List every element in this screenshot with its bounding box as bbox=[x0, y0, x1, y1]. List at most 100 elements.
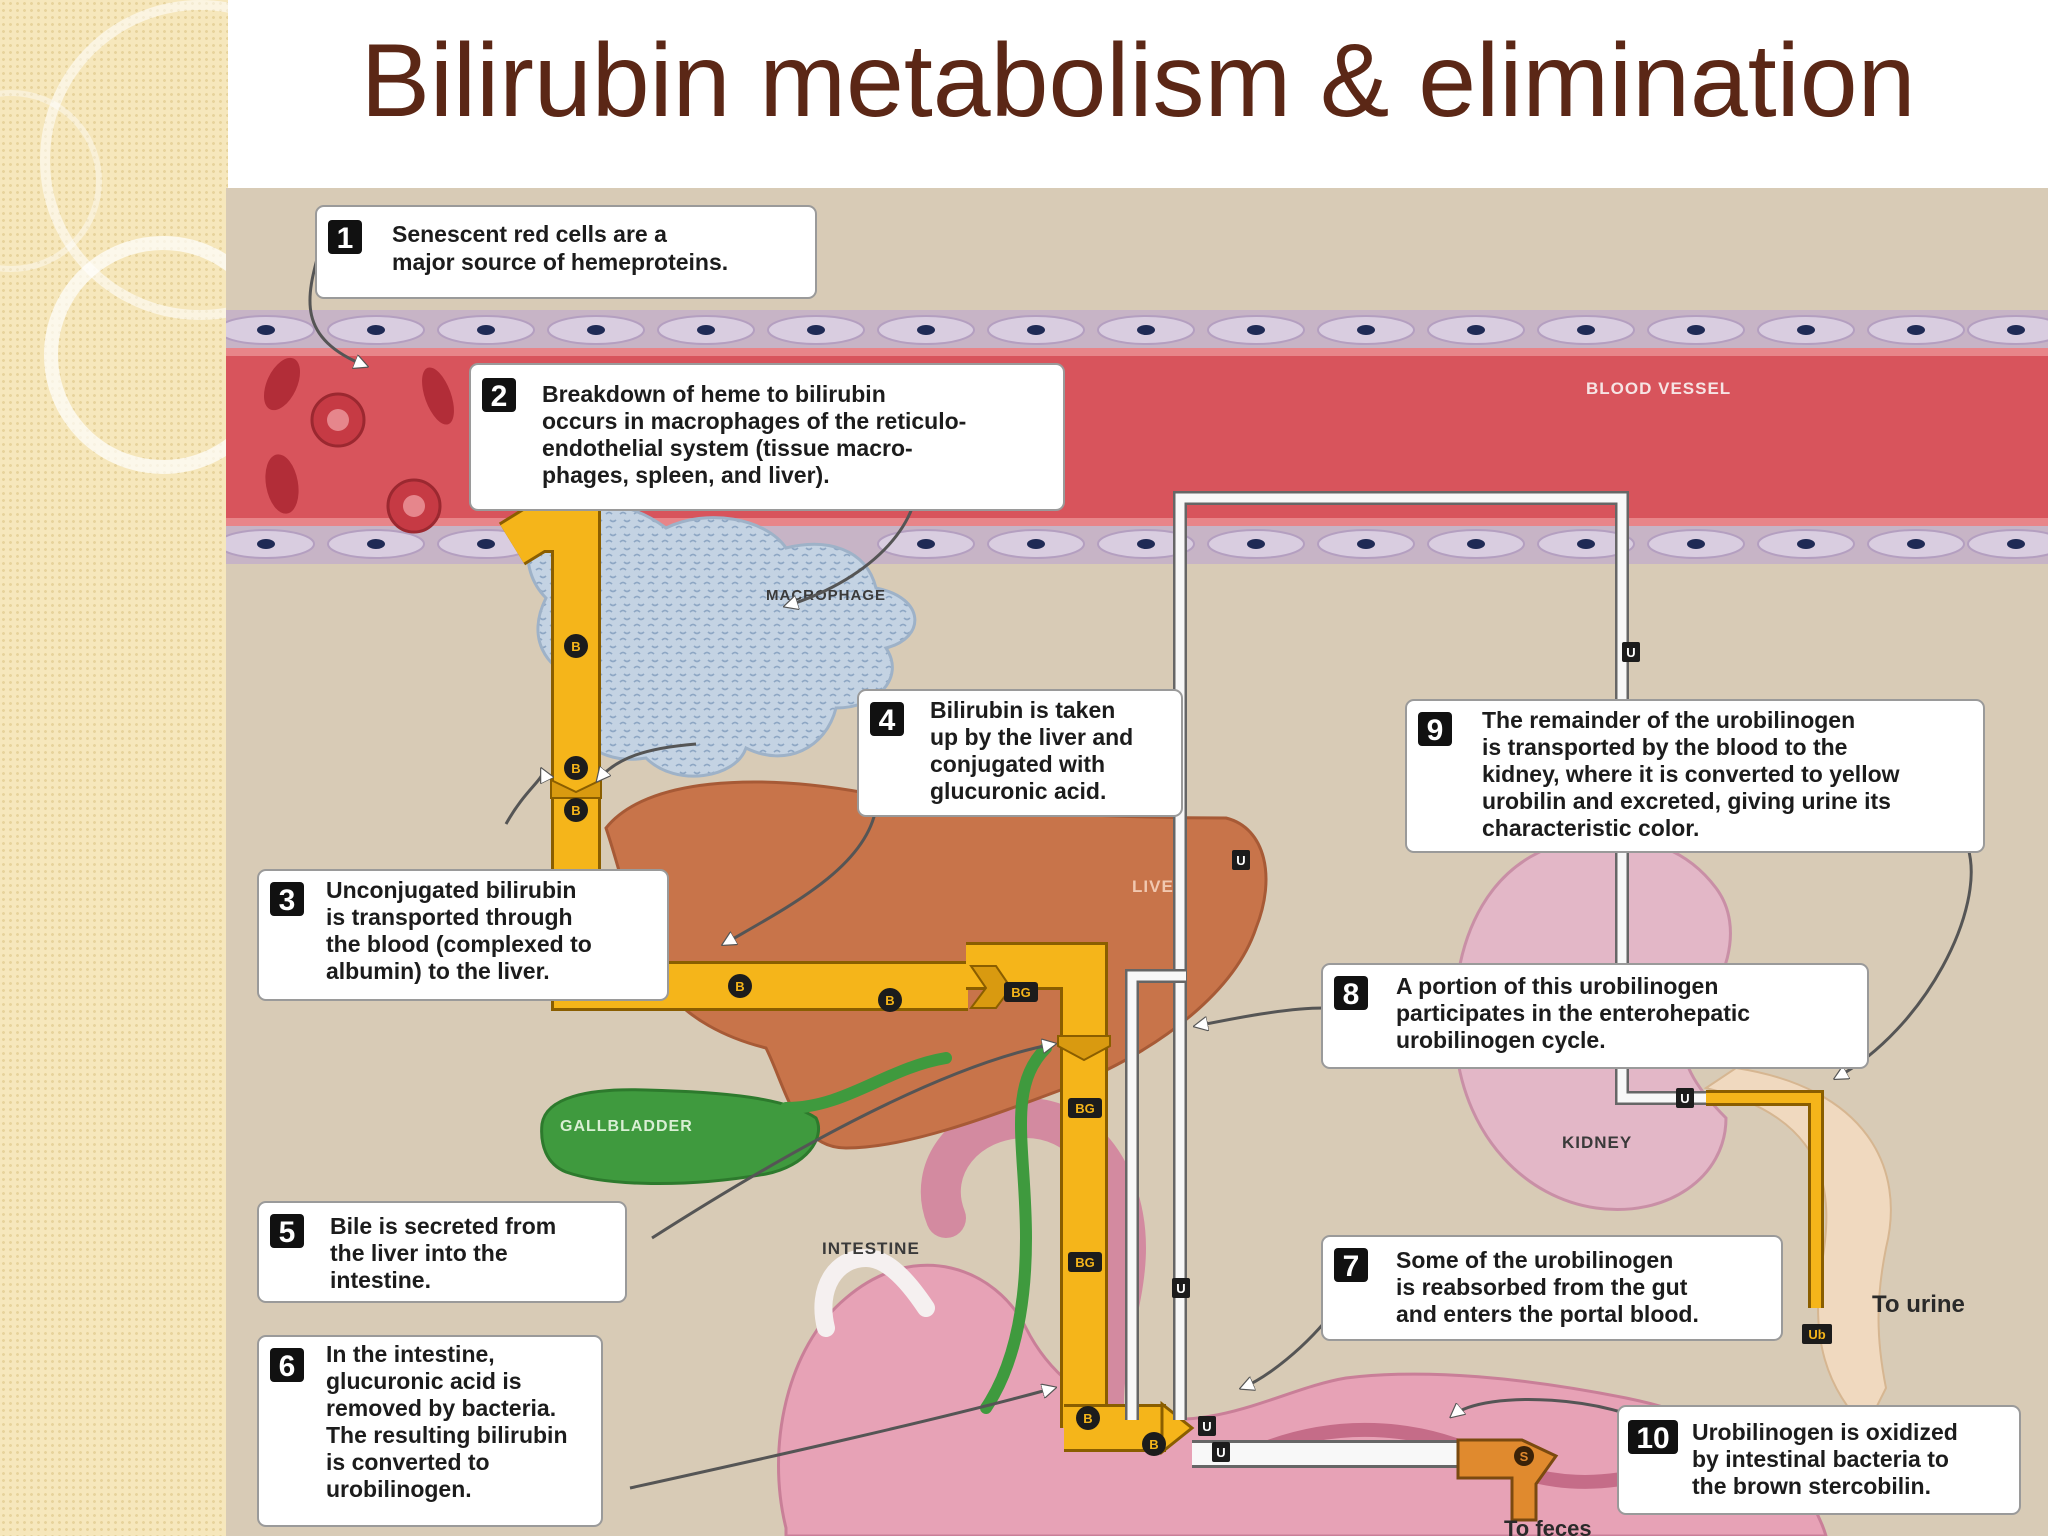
red-blood-cells bbox=[263, 357, 454, 534]
svg-text:B: B bbox=[885, 993, 894, 1008]
svg-text:by intestinal bacteria to: by intestinal bacteria to bbox=[1692, 1446, 1949, 1472]
svg-text:U: U bbox=[1216, 1445, 1225, 1460]
to-urine-label: To urine bbox=[1872, 1291, 1965, 1318]
arrow-step-5 bbox=[651, 1044, 1054, 1240]
step-callout: 6 In the intestine, glucuronic acid is r… bbox=[257, 1335, 603, 1527]
svg-text:4: 4 bbox=[879, 704, 896, 737]
gallbladder bbox=[540, 1088, 820, 1186]
svg-text:U: U bbox=[1626, 645, 1635, 660]
svg-text:glucuronic acid.: glucuronic acid. bbox=[930, 778, 1106, 804]
svg-text:urobilinogen.: urobilinogen. bbox=[326, 1476, 472, 1502]
svg-text:urobilinogen cycle.: urobilinogen cycle. bbox=[1396, 1027, 1606, 1053]
svg-text:Ub: Ub bbox=[1808, 1327, 1825, 1342]
svg-text:Unconjugated bilirubin: Unconjugated bilirubin bbox=[326, 877, 576, 903]
chip-bilirubin: B bbox=[728, 974, 752, 998]
svg-text:B: B bbox=[571, 761, 580, 776]
svg-text:U: U bbox=[1176, 1281, 1185, 1296]
svg-text:the blood (complexed to: the blood (complexed to bbox=[326, 931, 592, 957]
chip-bilirubin-glucuronide: BG bbox=[1004, 982, 1038, 1002]
step-callout: 1 Senescent red cells are a major source… bbox=[315, 205, 817, 299]
svg-text:BG: BG bbox=[1011, 985, 1031, 1000]
arrow-step-9 bbox=[1836, 847, 1973, 1078]
svg-text:The resulting bilirubin: The resulting bilirubin bbox=[326, 1422, 568, 1448]
svg-text:phages, spleen, and liver).: phages, spleen, and liver). bbox=[542, 462, 830, 488]
step-callout: 3 Unconjugated bilirubin is transported … bbox=[257, 869, 669, 1001]
step-callout: 8 A portion of this urobilinogen partici… bbox=[1321, 963, 1869, 1069]
svg-text:BG: BG bbox=[1075, 1101, 1095, 1116]
bilirubin-pathway bbox=[498, 503, 1195, 1456]
arrow-step-3 bbox=[504, 770, 543, 825]
bile-duct bbox=[780, 1042, 1052, 1414]
step-callout: 7 Some of the urobilinogen is reabsorbed… bbox=[1321, 1235, 1783, 1341]
svg-text:BG: BG bbox=[1075, 1255, 1095, 1270]
intestine-label: INTESTINE bbox=[822, 1239, 920, 1258]
svg-text:5: 5 bbox=[279, 1216, 296, 1249]
svg-text:is converted to: is converted to bbox=[326, 1449, 490, 1475]
arrow-step-4b bbox=[598, 742, 697, 780]
svg-text:occurs in macrophages of the r: occurs in macrophages of the reticulo- bbox=[542, 408, 966, 434]
svg-text:up by the liver and: up by the liver and bbox=[930, 724, 1133, 750]
svg-text:S: S bbox=[1520, 1449, 1529, 1464]
step-callout: 10 Urobilinogen is oxidized by intestina… bbox=[1617, 1405, 2021, 1515]
blood-vessel-label: BLOOD VESSEL bbox=[1586, 379, 1731, 398]
chip-urobilinogen: U bbox=[1232, 850, 1250, 870]
arrow-step-6 bbox=[629, 1388, 1054, 1490]
svg-text:characteristic color.: characteristic color. bbox=[1482, 815, 1699, 841]
decorative-ring bbox=[44, 236, 228, 474]
svg-text:U: U bbox=[1680, 1091, 1689, 1106]
svg-text:6: 6 bbox=[279, 1350, 296, 1383]
to-feces-label: To feces bbox=[1504, 1516, 1592, 1536]
svg-text:is transported by the blood to: is transported by the blood to the bbox=[1482, 734, 1847, 760]
svg-text:Some of the urobilinogen: Some of the urobilinogen bbox=[1396, 1247, 1673, 1273]
svg-text:is reabsorbed from the gut: is reabsorbed from the gut bbox=[1396, 1274, 1688, 1300]
svg-text:participates in the enterohepa: participates in the enterohepatic bbox=[1396, 1000, 1750, 1026]
chip-bilirubin-glucuronide: BG bbox=[1068, 1252, 1102, 1272]
molecule-chips: B B B B B B BG BG BG B B U U U U U U Ub … bbox=[564, 634, 1832, 1466]
svg-text:9: 9 bbox=[1427, 714, 1444, 747]
svg-text:In the intestine,: In the intestine, bbox=[326, 1341, 495, 1367]
svg-text:Bile is secreted from: Bile is secreted from bbox=[330, 1213, 556, 1239]
svg-text:U: U bbox=[1202, 1419, 1211, 1434]
svg-text:8: 8 bbox=[1343, 978, 1360, 1011]
svg-text:7: 7 bbox=[1343, 1250, 1360, 1283]
chip-bilirubin: B bbox=[564, 634, 588, 658]
step-callout: 5 Bile is secreted from the liver into t… bbox=[257, 1201, 627, 1303]
bilirubin-diagram: BLOOD VESSEL MACROPHAGE KIDNEY INTESTINE… bbox=[226, 188, 2048, 1536]
svg-text:B: B bbox=[1083, 1411, 1092, 1426]
kidney-label: KIDNEY bbox=[1562, 1133, 1632, 1152]
svg-text:glucuronic acid is: glucuronic acid is bbox=[326, 1368, 522, 1394]
svg-text:major source of hemeproteins.: major source of hemeproteins. bbox=[392, 249, 728, 275]
chip-urobilinogen: U bbox=[1198, 1416, 1216, 1436]
svg-text:the brown stercobilin.: the brown stercobilin. bbox=[1692, 1473, 1931, 1499]
step-callout: 2 Breakdown of heme to bilirubin occurs … bbox=[469, 363, 1065, 511]
svg-text:A portion of this urobilinogen: A portion of this urobilinogen bbox=[1396, 973, 1718, 999]
chip-bilirubin: B bbox=[1142, 1432, 1166, 1456]
svg-text:urobilin and excreted, giving: urobilin and excreted, giving urine its bbox=[1482, 788, 1891, 814]
chip-urobilinogen: U bbox=[1172, 1278, 1190, 1298]
svg-text:1: 1 bbox=[337, 222, 354, 255]
step-callout: 4 Bilirubin is taken up by the liver and… bbox=[857, 689, 1183, 817]
arrow-step-4 bbox=[724, 807, 878, 944]
gallbladder-label: GALLBLADDER bbox=[560, 1118, 693, 1135]
svg-text:and enters the portal blood.: and enters the portal blood. bbox=[1396, 1301, 1699, 1327]
slide-title: Bilirubin metabolism & elimination bbox=[360, 23, 1916, 139]
chip-bilirubin: B bbox=[878, 988, 902, 1012]
svg-text:Senescent red cells are a: Senescent red cells are a bbox=[392, 221, 667, 247]
chip-urobilinogen: U bbox=[1622, 642, 1640, 662]
svg-text:Breakdown of heme to bilirubin: Breakdown of heme to bilirubin bbox=[542, 381, 886, 407]
liver-label: LIVER bbox=[1132, 877, 1187, 896]
svg-text:the liver into the: the liver into the bbox=[330, 1240, 508, 1266]
svg-text:endothelial system (tissue mac: endothelial system (tissue macro- bbox=[542, 435, 913, 461]
slide-sidebar-decoration bbox=[0, 0, 228, 1536]
svg-text:The remainder of the urobilino: The remainder of the urobilinogen bbox=[1482, 707, 1855, 733]
svg-text:10: 10 bbox=[1636, 1422, 1669, 1455]
step-callout: 9 The remainder of the urobilinogen is t… bbox=[1405, 699, 1985, 853]
svg-text:Bilirubin is taken: Bilirubin is taken bbox=[930, 697, 1115, 723]
svg-text:Urobilinogen is oxidized: Urobilinogen is oxidized bbox=[1692, 1419, 1958, 1445]
svg-text:3: 3 bbox=[279, 884, 296, 917]
svg-text:B: B bbox=[571, 639, 580, 654]
chip-stercobilin: S bbox=[1514, 1446, 1534, 1466]
arrow-step-8 bbox=[1196, 1006, 1325, 1026]
svg-text:kidney, where it is converted: kidney, where it is converted to yellow bbox=[1482, 761, 1900, 787]
svg-text:2: 2 bbox=[491, 380, 508, 413]
